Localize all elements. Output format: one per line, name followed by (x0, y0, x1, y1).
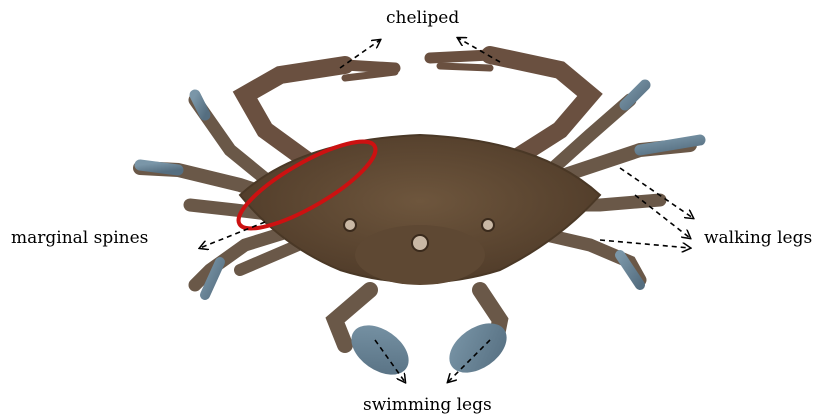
shell-spot (482, 219, 494, 231)
shell-spot (412, 235, 428, 251)
swimming-legs (335, 290, 516, 385)
shell-spot (344, 219, 356, 231)
walking-legs-label: walking legs (704, 228, 812, 248)
swimming-legs-label: swimming legs (363, 395, 492, 415)
walking-legs-arrow-1 (620, 168, 693, 218)
cheliped-label: cheliped (386, 8, 459, 28)
marginal-spines-label: marginal spines (11, 228, 148, 248)
walking-legs-arrow-3 (600, 240, 690, 248)
